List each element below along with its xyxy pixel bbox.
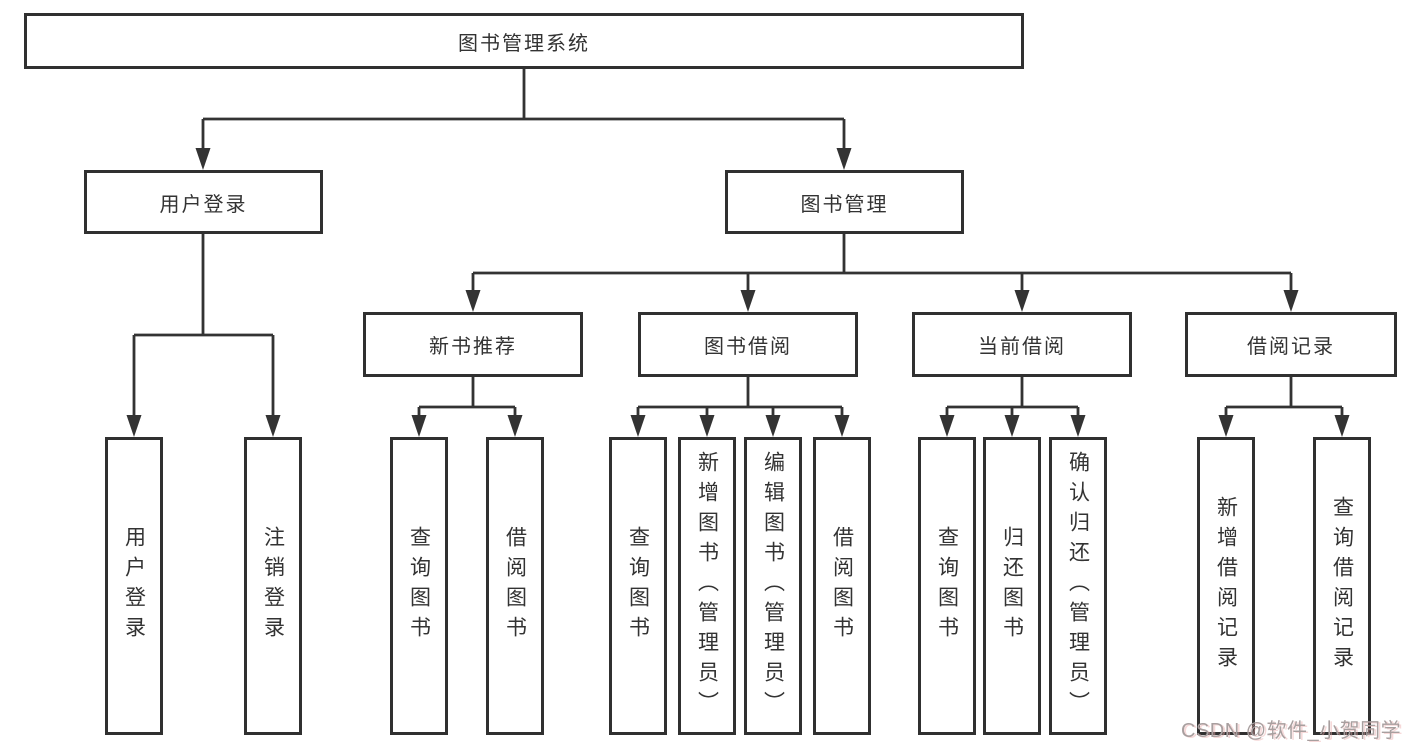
connector-borrow-records-branch [1218,377,1350,437]
arrow-down-icon [265,415,281,437]
leaf-label: 注销登录 [261,526,285,646]
arrow-down-icon [465,290,481,312]
leaf-query-books-current: 查询图书 [918,437,976,735]
arrow-down-icon [1283,290,1299,312]
leaf-label: 用户登录 [122,526,146,646]
arrow-down-icon [1014,290,1030,312]
arrow-down-icon [1334,415,1350,437]
leaf-label: 归还图书 [1000,526,1024,646]
arrow-down-icon [195,148,211,170]
leaf-label: 查询借阅记录 [1330,496,1354,676]
node-label: 图书管理系统 [458,32,590,55]
leaf-edit-books-admin: 编辑图书（管理员） [744,437,802,735]
arrow-down-icon [1218,415,1234,437]
node-label: 新书推荐 [429,336,517,358]
connector-book-management-branch [465,234,1299,312]
leaf-logout: 注销登录 [244,437,302,735]
arrow-down-icon [834,415,850,437]
leaf-query-books-borrow: 查询图书 [609,437,667,735]
leaf-add-books-admin: 新增图书（管理员） [678,437,736,735]
node-label: 图书借阅 [704,336,792,358]
leaf-label: 查询图书 [407,526,431,646]
leaf-label: 查询图书 [626,526,650,646]
leaf-borrow-books-recommend: 借阅图书 [486,437,544,735]
leaf-label: 新增图书（管理员） [695,451,719,721]
node-book-borrow: 图书借阅 [638,312,858,377]
node-borrow-records: 借阅记录 [1185,312,1397,377]
arrow-down-icon [939,415,955,437]
node-user-login: 用户登录 [84,170,323,234]
connector-new-book-branch [411,377,523,437]
arrow-down-icon [836,148,852,170]
connector-root-branch [195,69,852,170]
leaf-label: 新增借阅记录 [1214,496,1238,676]
node-label: 借阅记录 [1247,336,1335,358]
arrow-down-icon [740,290,756,312]
node-root-system: 图书管理系统 [24,13,1024,69]
connector-current-borrow-branch [939,377,1086,437]
connector-book-borrow-branch [630,377,850,437]
node-label: 用户登录 [159,193,248,216]
leaf-confirm-return-admin: 确认归还（管理员） [1049,437,1107,735]
leaf-add-borrow-record: 新增借阅记录 [1197,437,1255,735]
leaf-label: 借阅图书 [503,526,527,646]
leaf-label: 查询图书 [935,526,959,646]
node-label: 图书管理 [800,193,889,216]
arrow-down-icon [126,415,142,437]
leaf-borrow-books: 借阅图书 [813,437,871,735]
leaf-label: 确认归还（管理员） [1066,451,1090,721]
leaf-label: 借阅图书 [830,526,854,646]
leaf-user-login: 用户登录 [105,437,163,735]
leaf-query-borrow-record: 查询借阅记录 [1313,437,1371,735]
connector-user-login-branch [126,234,281,437]
node-current-borrow: 当前借阅 [912,312,1132,377]
leaf-return-books: 归还图书 [983,437,1041,735]
arrow-down-icon [1004,415,1020,437]
node-new-book-recommend: 新书推荐 [363,312,583,377]
node-book-management: 图书管理 [725,170,964,234]
node-label: 当前借阅 [978,336,1066,358]
arrow-down-icon [630,415,646,437]
arrow-down-icon [765,415,781,437]
leaf-label: 编辑图书（管理员） [761,451,785,721]
arrow-down-icon [507,415,523,437]
arrow-down-icon [699,415,715,437]
leaf-query-books-recommend: 查询图书 [390,437,448,735]
arrow-down-icon [411,415,427,437]
arrow-down-icon [1070,415,1086,437]
